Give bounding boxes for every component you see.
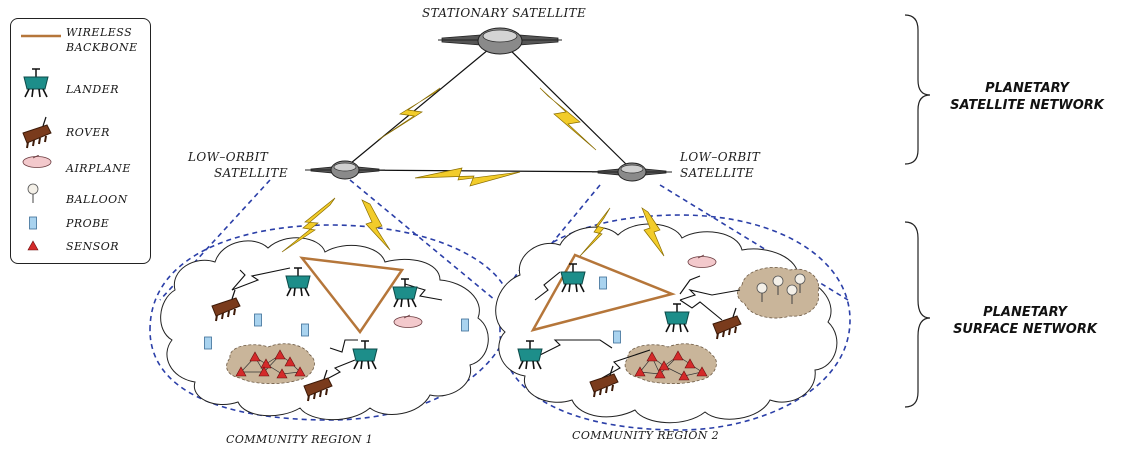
probe-icon [29, 216, 37, 230]
satellite-network-label-line2: SATELLITE NETWORK [950, 98, 1104, 113]
surface-network-label: PLANETARY SURFACE NETWORK [935, 304, 1115, 338]
legend-label-lander: LANDER [66, 83, 120, 96]
low-orbit-right-label-line2: SATELLITE [680, 166, 755, 180]
legend-label-backbone: BACKBONE [66, 41, 138, 54]
rover-icon [22, 116, 52, 149]
surface-network-label-line1: PLANETARY [983, 305, 1067, 320]
wireless-backbone-links [299, 253, 676, 335]
probe-node [254, 313, 262, 327]
legend-label-rover: ROVER [66, 126, 110, 139]
airplane-icon [22, 155, 52, 168]
ground-links [231, 267, 741, 381]
coverage-footprints [149, 179, 851, 431]
probe-node [204, 336, 212, 350]
balloon-icon [27, 183, 39, 204]
low-orbit-satellite-right [591, 162, 673, 182]
community-region-1-label: COMMUNITY REGION 1 [226, 433, 374, 446]
stationary-satellite [437, 27, 563, 55]
lander-icon [23, 68, 49, 98]
satellite-network-label-line1: PLANETARY [985, 81, 1069, 96]
legend-label-wireless: WIRELESS [66, 26, 133, 39]
legend-label-balloon: BALLOON [66, 193, 128, 206]
wireless-backbone-line-icon [21, 34, 61, 38]
legend: WIRELESS BACKBONE LANDER ROVER AIRPLANE … [10, 18, 151, 264]
probe-node [613, 330, 621, 344]
surface-network-label-line2: SURFACE NETWORK [953, 322, 1097, 337]
stationary-satellite-label: STATIONARY SATELLITE [422, 6, 587, 20]
community-region-1-cloud [160, 237, 489, 421]
sensor-cluster-region-2 [624, 343, 717, 384]
low-orbit-left-label-line2: SATELLITE [214, 166, 289, 180]
satellite-network-label: PLANETARY SATELLITE NETWORK [932, 80, 1122, 114]
probe-node [599, 276, 607, 290]
low-orbit-right-label-line1: LOW–ORBIT [680, 150, 761, 164]
surface-network-brace [904, 221, 931, 408]
legend-label-sensor: SENSOR [66, 240, 120, 253]
sensor-icon [27, 240, 39, 251]
satellite-links [344, 39, 633, 173]
probe-node [301, 323, 309, 337]
legend-label-probe: PROBE [66, 217, 110, 230]
radio-links [281, 87, 665, 257]
community-region-2-cloud [495, 223, 838, 424]
satellite-network-brace [904, 14, 931, 165]
probe-node [461, 318, 469, 332]
legend-label-airplane: AIRPLANE [66, 162, 131, 175]
community-region-2-label: COMMUNITY REGION 2 [572, 429, 720, 442]
balloon-cluster [737, 267, 820, 319]
low-orbit-left-label-line1: LOW–ORBIT [188, 150, 269, 164]
low-orbit-satellite-left [304, 160, 386, 180]
sensor-cluster-region-1 [226, 343, 315, 384]
